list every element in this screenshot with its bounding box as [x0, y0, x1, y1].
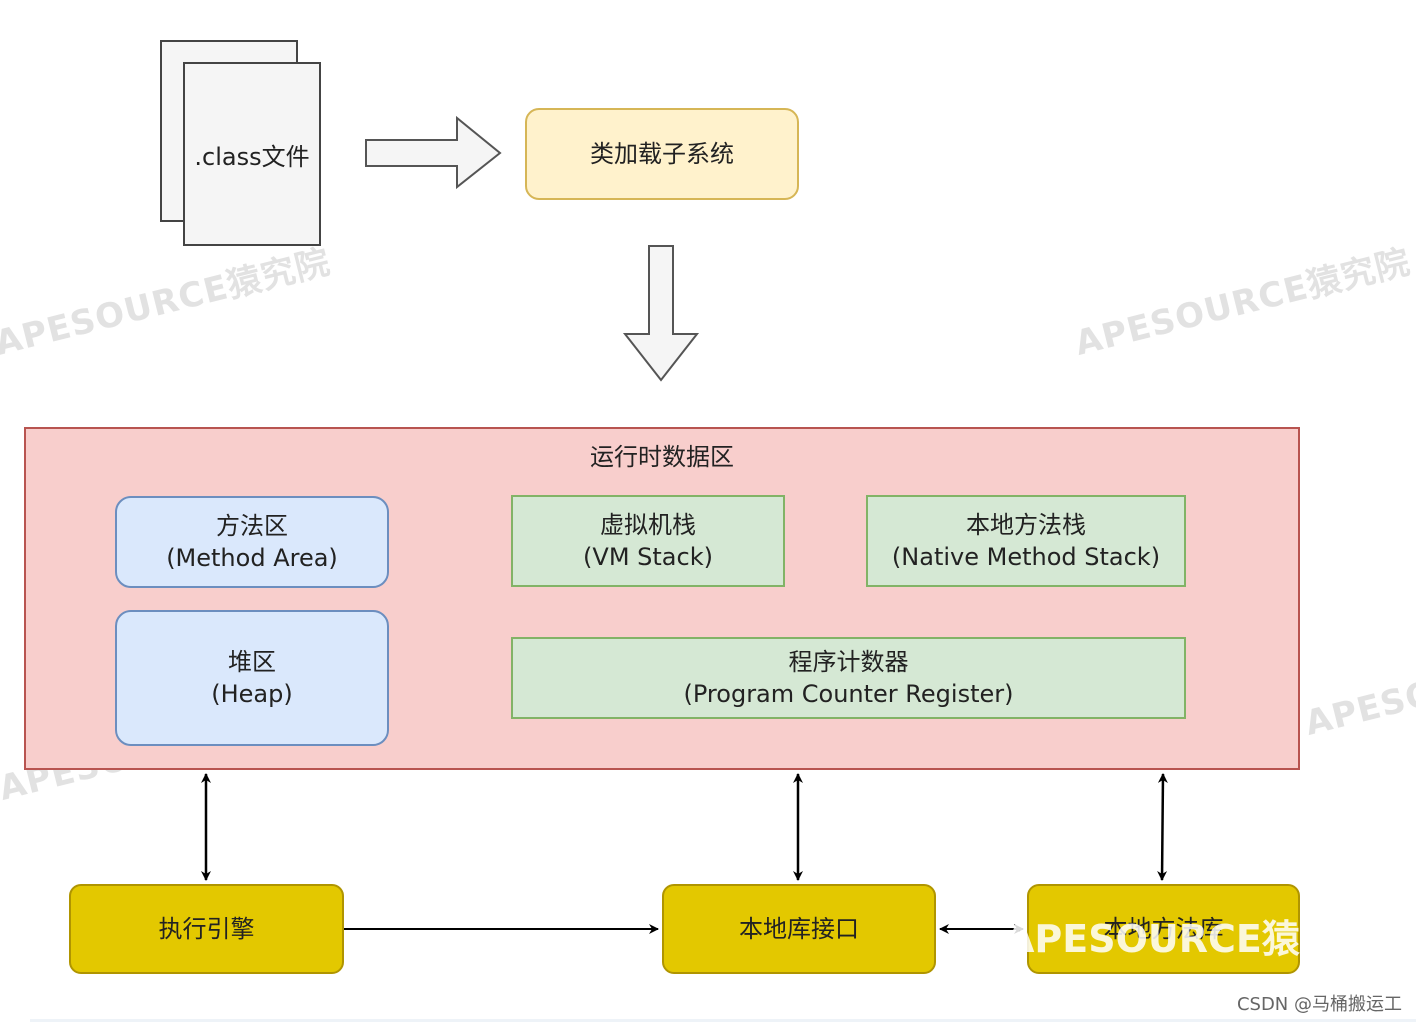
native-library-node: 本地方法库 [1027, 884, 1300, 974]
heap-label-cn: 堆区 [228, 648, 276, 676]
execution-engine-node: 执行引擎 [69, 884, 344, 974]
class-loader-label: 类加载子系统 [590, 140, 734, 168]
native-method-stack-label-cn: 本地方法栈 [966, 511, 1086, 539]
flow-arrow-right [365, 115, 502, 190]
pc-register-label-en: (Program Counter Register) [683, 680, 1014, 708]
class-file-node: .class文件 [183, 62, 321, 246]
native-interface-label: 本地库接口 [739, 915, 859, 943]
runtime-data-area-title: 运行时数据区 [590, 443, 734, 471]
method-area-label-en: (Method Area) [166, 544, 338, 572]
class-file-label: .class文件 [194, 142, 310, 171]
bottom-divider [30, 1019, 1416, 1022]
pc-register-label-cn: 程序计数器 [788, 648, 909, 676]
heap-node: 堆区 (Heap) [115, 610, 389, 746]
native-interface-node: 本地库接口 [662, 884, 936, 974]
arrow-runtime-library [1157, 773, 1168, 881]
vm-stack-label-cn: 虚拟机栈 [600, 511, 696, 539]
vm-stack-node: 虚拟机栈 (VM Stack) [511, 495, 785, 587]
footer-credit: CSDN @马桶搬运工 [1236, 994, 1402, 1015]
native-method-stack-node: 本地方法栈 (Native Method Stack) [866, 495, 1186, 587]
vm-stack-label-en: (VM Stack) [583, 543, 713, 571]
heap-label-en: (Heap) [211, 680, 293, 708]
method-area-label-cn: 方法区 [216, 512, 288, 540]
flow-arrow-down [622, 245, 700, 382]
pc-register-node: 程序计数器 (Program Counter Register) [511, 637, 1186, 719]
native-method-stack-label-en: (Native Method Stack) [891, 543, 1161, 571]
native-library-label: 本地方法库 [1103, 915, 1224, 943]
class-loader-node: 类加载子系统 [525, 108, 799, 200]
method-area-node: 方法区 (Method Area) [115, 496, 389, 588]
watermark-overlay: APESOURCE猿究院 [1005, 917, 1376, 961]
execution-engine-label: 执行引擎 [158, 915, 255, 943]
